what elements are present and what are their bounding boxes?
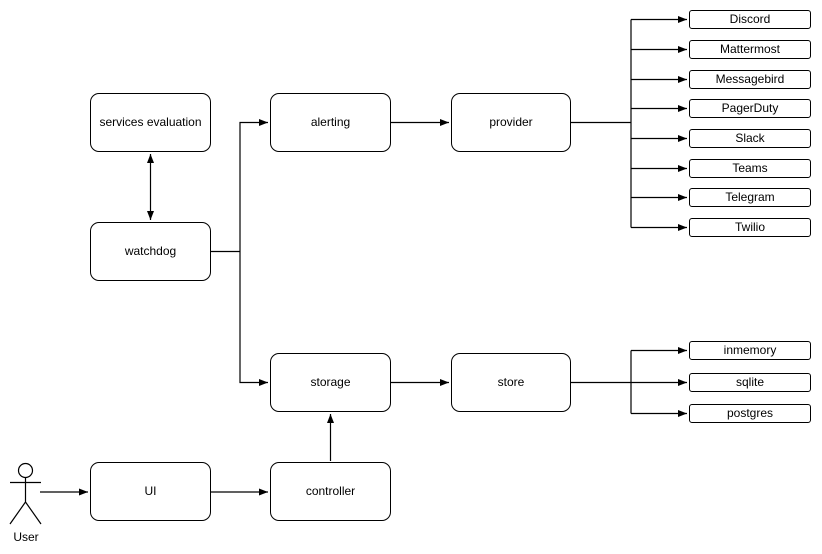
user-actor-label: User [13, 530, 39, 544]
user-actor-icon [9, 462, 42, 525]
node-slack: Slack [689, 129, 811, 148]
node-controller: controller [270, 462, 391, 521]
edge-watchdog-alerting [239, 119, 268, 252]
node-alerting: alerting [270, 93, 391, 152]
node-ui: UI [90, 462, 211, 521]
node-postgres: postgres [689, 404, 811, 423]
node-pagerduty: PagerDuty [689, 99, 811, 118]
node-sqlite: sqlite [689, 373, 811, 392]
node-mattermost: Mattermost [689, 40, 811, 59]
node-messagebird: Messagebird [689, 70, 811, 89]
node-telegram: Telegram [689, 188, 811, 207]
edge-watchdog-storage [239, 251, 268, 386]
node-store: store [451, 353, 571, 412]
node-storage: storage [270, 353, 391, 412]
node-watchdog: watchdog [90, 222, 211, 281]
node-discord: Discord [689, 10, 811, 29]
node-inmemory: inmemory [689, 341, 811, 360]
node-provider: provider [451, 93, 571, 152]
node-teams: Teams [689, 159, 811, 178]
node-twilio: Twilio [689, 218, 811, 237]
node-services-evaluation: services evaluation [90, 93, 211, 152]
